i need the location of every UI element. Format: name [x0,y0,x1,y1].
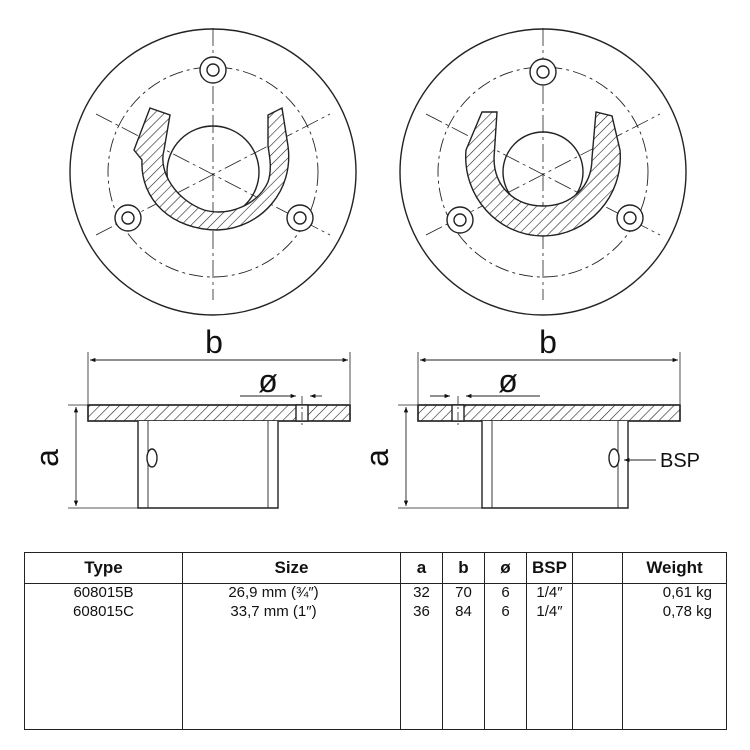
dim-a-label-left: a [29,449,65,467]
header-weight: Weight [622,552,727,584]
table-header-row: Type Size a b ø BSP Weight [24,552,727,584]
table-filler-row [24,622,727,730]
setscrew-hole [146,448,158,468]
cell-blank [572,583,623,603]
top-view-right [399,28,687,316]
cell-diameter: 6 [484,583,527,603]
table-row: 608015C 33,7 mm (1″) 36 84 6 1/4″ 0,78 k… [24,603,727,622]
cell-a: 36 [400,603,443,622]
side-view-left [68,352,351,509]
diameter-label-left: ø [258,363,278,399]
dim-a-label-right: a [359,449,395,467]
header-blank [572,552,623,584]
cell-weight: 0,61 kg [622,583,727,603]
bolt-hole-top [199,56,227,84]
bolt-hole-right [616,204,644,232]
socket-body [481,421,629,509]
header-type: Type [24,552,183,584]
cell-size: 33,7 mm (1″) [182,603,401,622]
flange-plate [87,404,351,422]
cell-b: 70 [442,583,485,603]
bolt-hole-right [286,204,314,232]
setscrew-hole [608,448,620,468]
table-row: 608015B 26,9 mm (¾″) 32 70 6 1/4″ 0,61 k… [24,583,727,603]
spec-table: Type Size a b ø BSP Weight 608015B 26,9 … [24,552,727,730]
socket-body [137,421,279,509]
dim-b-label-right: b [539,324,557,360]
header-b: b [442,552,485,584]
header-bsp: BSP [526,552,573,584]
cell-a: 32 [400,583,443,603]
cell-b: 84 [442,603,485,622]
bolt-hole-top [529,58,557,86]
cell-bsp: 1/4″ [526,603,573,622]
socket-section [465,111,621,237]
technical-drawing: b b a a ø ø BSP [29,28,700,509]
cell-weight: 0,78 kg [622,603,727,622]
cell-type: 608015C [24,603,183,622]
cell-size: 26,9 mm (¾″) [182,583,401,603]
bolt-hole-left [446,206,474,234]
bsp-label: BSP [660,450,700,472]
header-a: a [400,552,443,584]
cell-diameter: 6 [484,603,527,622]
top-view-left [69,28,357,316]
dim-b-label-left: b [205,324,223,360]
cell-bsp: 1/4″ [526,583,573,603]
diameter-label-right: ø [498,363,518,399]
header-diameter: ø [484,552,527,584]
header-size: Size [182,552,401,584]
socket-section [133,106,290,231]
cell-type: 608015B [24,583,183,603]
cell-blank [572,603,623,622]
side-view-right [398,352,681,509]
bolt-hole-left [114,204,142,232]
